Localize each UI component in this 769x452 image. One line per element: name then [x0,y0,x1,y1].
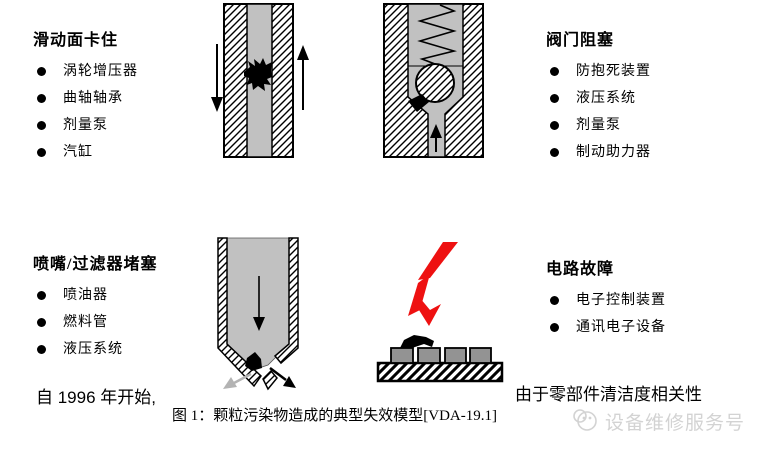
group-list: 防抱死装置 液压系统 剂量泵 制动助力器 [546,58,651,166]
group-circuit-failure: 电路故障 电子控制装置 通讯电子设备 [546,255,666,341]
list-item: 剂量泵 [546,112,651,139]
list-item: 液压系统 [546,85,651,112]
list-item-label: 涡轮增压器 [63,64,138,79]
circuit-failure-diagram [376,242,504,383]
lightning-bolt-head [414,298,441,326]
particle-blob-icon [244,58,272,91]
down-arrow-head [253,317,265,331]
group-list: 喷油器 燃料管 液压系统 [33,282,157,363]
chip-component [390,347,414,364]
leak-flow-arrow-head [283,376,296,388]
lightning-bolt-icon [418,242,458,280]
lightning-bolt-icon [408,274,430,316]
group-title: 喷嘴/过滤器堵塞 [33,256,158,273]
leak-flow-arrow-icon [269,367,287,381]
spring-icon [417,4,458,65]
particle-blob-icon [245,352,262,371]
list-item: 防抱死装置 [546,58,651,85]
blocked-flow-arrow-head [223,377,237,389]
watermark-text: 设备维修服务号 [605,412,746,434]
list-item-label: 汽缸 [63,145,93,160]
list-item-label: 制动助力器 [576,145,651,160]
list-item-label: 通讯电子设备 [576,320,666,335]
list-item: 剂量泵 [33,112,138,139]
list-item-label: 剂量泵 [576,118,621,133]
list-item: 喷油器 [33,282,157,309]
down-arrow-head [211,97,223,112]
watermark-logo-icon [573,409,597,431]
list-item-label: 剂量泵 [63,118,108,133]
group-sliding-surface: 滑动面卡住 涡轮增压器 曲轴轴承 剂量泵 汽缸 [33,26,138,166]
chip-component [417,347,441,364]
list-item-label: 燃料管 [63,315,108,330]
list-item-label: 电子控制装置 [576,293,666,308]
list-item: 制动助力器 [546,139,651,166]
nozzle-clog-diagram [217,237,299,391]
since-1996-text: 自 1996 年开始, [36,388,156,407]
list-item: 电子控制装置 [546,287,666,314]
list-item: 汽缸 [33,139,138,166]
particle-blob-icon [408,94,429,112]
nozzle-tip-wall [262,369,278,391]
nozzle-wall-right [273,237,299,365]
particle-blob-icon [400,335,434,348]
group-list: 涡轮增压器 曲轴轴承 剂量泵 汽缸 [33,58,138,166]
list-item: 液压系统 [33,336,157,363]
group-nozzle-clog: 喷嘴/过滤器堵塞 喷油器 燃料管 液压系统 [33,250,157,363]
group-title: 阀门阻塞 [546,32,615,49]
nozzle-interior [226,237,290,371]
cleanliness-relevance-text: 由于零部件清洁度相关性 [515,385,702,404]
sliding-surface-diagram [211,3,309,158]
chip-component [444,347,467,364]
chip-component [469,347,492,364]
up-arrow-head [430,124,442,138]
group-valve-blockage: 阀门阻塞 防抱死装置 液压系统 剂量泵 制动助力器 [546,26,651,166]
list-item-label: 曲轴轴承 [63,91,123,106]
list-item: 通讯电子设备 [546,314,666,341]
list-item: 曲轴轴承 [33,85,138,112]
group-list: 电子控制装置 通讯电子设备 [546,287,666,341]
valve-ball [415,63,455,103]
group-title: 滑动面卡住 [33,32,119,49]
list-item-label: 喷油器 [63,288,108,303]
list-item-label: 液压系统 [576,91,636,106]
circuit-board [376,361,504,383]
list-item-label: 液压系统 [63,342,123,357]
figure-caption: 图 1：颗粒污染物造成的典型失效模型[VDA-19.1] [172,408,497,424]
list-item-label: 防抱死装置 [576,64,651,79]
valve-blockage-diagram [383,3,484,158]
blocked-flow-arrow-icon [233,372,252,385]
list-item: 燃料管 [33,309,157,336]
nozzle-wall-left [217,237,262,388]
watermark: 设备维修服务号 [570,406,745,436]
group-title: 电路故障 [546,261,615,278]
list-item: 涡轮增压器 [33,58,138,85]
up-arrow-head [297,45,309,60]
